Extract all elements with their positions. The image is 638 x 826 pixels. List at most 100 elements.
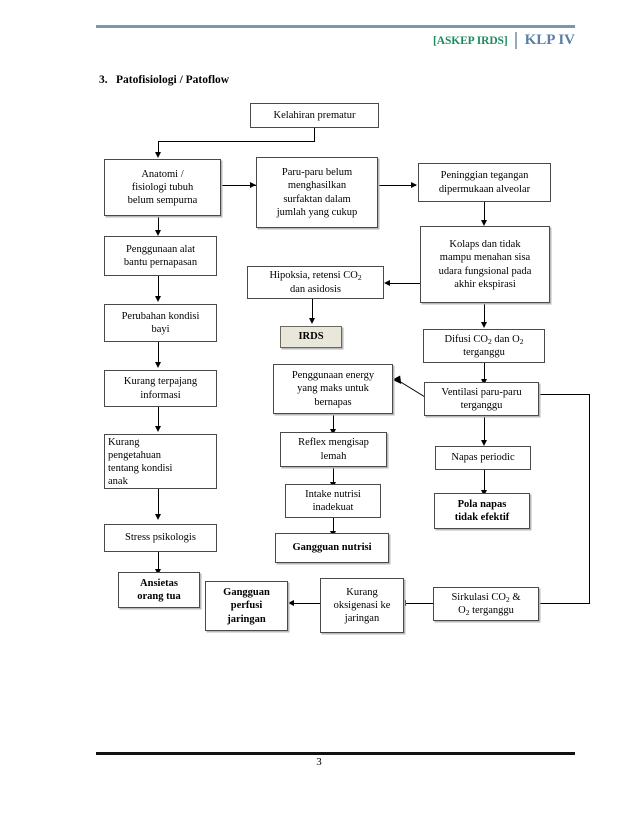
node-penggunaan-energy[interactable]: Penggunaan energy yang maks untuk bernap…	[273, 364, 393, 414]
node-penggunaan-alat-bantu[interactable]: Penggunaan alat bantu pernapasan	[104, 236, 217, 276]
edge-right-vertical	[589, 394, 590, 604]
node-label: surfaktan dalam	[283, 193, 351, 205]
node-label: Gangguan nutrisi	[292, 542, 372, 554]
node-label: Kelahiran prematur	[273, 109, 356, 121]
node-label: bernapas	[314, 396, 352, 408]
edge-n3-n4	[378, 185, 416, 186]
node-label: Kurang terpajang	[123, 376, 198, 388]
node-label: Napas periodic	[451, 452, 515, 464]
node-label: bayi	[151, 324, 170, 335]
edge-n2-n5	[158, 216, 159, 232]
node-gangguan-perfusi-jaringan[interactable]: Gangguan perfusi jaringan	[205, 581, 288, 631]
edge-n4-n6	[484, 202, 485, 222]
header-rule	[96, 25, 575, 28]
node-gangguan-nutrisi[interactable]: Gangguan nutrisi	[275, 533, 389, 563]
node-intake-nutrisi-inadekuat[interactable]: Intake nutrisi inadekuat	[285, 484, 381, 518]
arrowhead-n5	[154, 230, 161, 236]
node-label: pengetahuan	[108, 449, 162, 461]
edge-n23-n22	[292, 603, 320, 604]
node-irds[interactable]: IRDS	[280, 326, 342, 348]
edge-n13-right	[539, 394, 589, 395]
arrowhead-n14	[154, 426, 161, 432]
node-label: Kolaps dan tidak	[449, 239, 521, 251]
node-stress-psikologis[interactable]: Stress psikologis	[104, 524, 217, 552]
arrowhead-n3	[250, 181, 256, 188]
node-label: bantu pernapasan	[123, 257, 198, 268]
node-label: Stress psikologis	[125, 532, 196, 544]
node-pola-napas-tidak-efektif[interactable]: Pola napas tidak efektif	[434, 493, 530, 529]
header-divider	[514, 32, 517, 49]
header-klp-tag: KLP IV	[524, 32, 575, 48]
edge-n13-n16	[484, 416, 485, 442]
node-ansietas-orang-tua[interactable]: Ansietas orang tua	[118, 572, 200, 608]
section-title-text: Patofisiologi / Patoflow	[116, 74, 230, 86]
node-label: dipermukaan alveolar	[438, 183, 531, 195]
edge-n12-n15	[333, 414, 334, 431]
edge-n1-stub	[314, 128, 315, 141]
edge-n11-n14	[158, 407, 159, 428]
page-number: 3	[316, 756, 322, 768]
node-label: Hipoksia, retensi CO2	[269, 270, 362, 283]
header-tags: [ASKEP IRDS] KLP IV	[433, 32, 575, 49]
node-label: menghasilkan	[287, 180, 347, 192]
node-label: Kurang	[108, 436, 140, 448]
node-label: O2 terganggu	[458, 605, 514, 617]
arrowhead-n4	[411, 181, 417, 188]
node-kurang-pengetahuan[interactable]: Kurang pengetahuan tentang kondisi anak	[104, 434, 217, 489]
arrowhead-n6	[480, 220, 487, 226]
node-label: Reflex mengisap	[298, 437, 369, 449]
arrowhead-n2	[154, 152, 161, 158]
edge-n24-n23	[404, 603, 433, 604]
node-reflex-mengisap-lemah[interactable]: Reflex mengisap lemah	[280, 432, 387, 467]
node-perubahan-kondisi-bayi[interactable]: Perubahan kondisi bayi	[104, 304, 217, 342]
header-askep-tag: [ASKEP IRDS]	[433, 34, 508, 47]
footer-rule	[96, 752, 575, 755]
edge-n6-n7	[388, 283, 421, 284]
edge-n14-n19	[158, 489, 159, 516]
node-label: Ansietas	[140, 577, 178, 589]
node-label: fisiologi tubuh	[131, 181, 194, 193]
arrowhead-n8	[154, 296, 161, 302]
node-kelahiran-prematur[interactable]: Kelahiran prematur	[250, 103, 379, 128]
node-kurang-oksigenasi[interactable]: Kurang oksigenasi ke jaringan	[320, 578, 404, 633]
node-label: tidak efektif	[454, 512, 510, 523]
edge-n17-n20	[333, 518, 334, 533]
node-label: inadekuat	[312, 502, 354, 513]
node-label: oksigenasi ke	[333, 599, 391, 611]
node-label: Penggunaan alat	[125, 243, 196, 255]
section-number: 3.	[99, 74, 108, 86]
node-label: udara fungsional pada	[438, 265, 532, 277]
node-label: lemah	[320, 450, 347, 462]
node-difusi-co2-o2[interactable]: Difusi CO2 dan O2 terganggu	[423, 329, 545, 363]
edge-n5-n8	[158, 276, 159, 298]
edge-into-n24	[539, 603, 590, 604]
edge-n10-n13	[484, 363, 485, 381]
node-label: jaringan	[344, 613, 380, 625]
node-hipoksia-retensi[interactable]: Hipoksia, retensi CO2 dan asidosis	[247, 266, 384, 299]
node-label: akhir ekspirasi	[454, 278, 516, 290]
node-paru-paru-surfaktan[interactable]: Paru-paru belum menghasilkan surfaktan d…	[256, 157, 378, 228]
edge-n2-n3	[221, 185, 256, 186]
node-label: tentang kondisi	[108, 463, 173, 474]
node-anatomi-fisiologi[interactable]: Anatomi / fisiologi tubuh belum sempurna	[104, 159, 221, 216]
node-label: IRDS	[298, 331, 324, 343]
arrowhead-n22	[288, 599, 294, 606]
arrowhead-n9	[308, 318, 315, 324]
node-label: Anatomi /	[141, 168, 184, 180]
arrowhead-n11	[154, 362, 161, 368]
node-kurang-terpajang-informasi[interactable]: Kurang terpajang informasi	[104, 370, 217, 407]
edge-n19-n21	[158, 552, 159, 571]
node-label: yang maks untuk	[297, 383, 369, 395]
node-ventilasi-paru-paru[interactable]: Ventilasi paru-paru terganggu	[424, 382, 539, 416]
edge-n8-n11	[158, 342, 159, 364]
node-peninggian-tegangan[interactable]: Peninggian tegangan dipermukaan alveolar	[418, 163, 551, 202]
arrowhead-n19	[154, 514, 161, 520]
node-label: Perubahan kondisi	[121, 310, 200, 322]
node-label: anak	[108, 476, 128, 488]
node-kolaps-tidak-mampu[interactable]: Kolaps dan tidak mampu menahan sisa udar…	[420, 226, 550, 303]
node-label: Gangguan	[223, 587, 270, 599]
node-napas-periodic[interactable]: Napas periodic	[435, 446, 531, 470]
node-label: informasi	[140, 389, 181, 401]
node-sirkulasi-co2-o2[interactable]: Sirkulasi CO2 & O2 terganggu	[433, 587, 539, 621]
